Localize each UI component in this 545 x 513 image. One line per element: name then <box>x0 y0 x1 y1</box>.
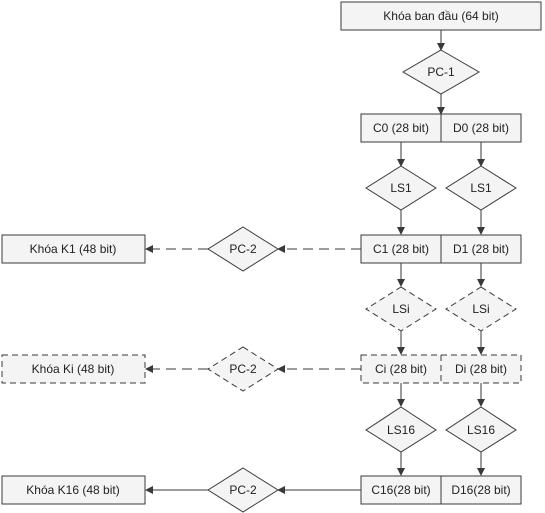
c0-d0-box: C0 (28 bit) D0 (28 bit) <box>360 113 522 143</box>
d0-label: D0 (28 bit) <box>453 121 509 135</box>
k16-label: Khóa K16 (48 bit) <box>26 483 119 497</box>
pc2-rowi-diamond: PC-2 <box>207 346 279 392</box>
d16-label: D16(28 bit) <box>451 483 510 497</box>
ci-label: Ci (28 bit) <box>375 362 427 376</box>
pc2-row1-label: PC-2 <box>229 242 257 256</box>
c1-label: C1 (28 bit) <box>373 242 429 256</box>
ls1-left-diamond: LS1 <box>365 165 437 211</box>
pc2-rowi-label: PC-2 <box>229 362 257 376</box>
ki-box: Khóa Ki (48 bit) <box>1 354 146 384</box>
c16-label: C16(28 bit) <box>371 483 430 497</box>
k1-box: Khóa K1 (48 bit) <box>1 234 146 264</box>
ls16-left-diamond: LS16 <box>365 406 437 453</box>
original-key-label: Khóa ban đầu (64 bit) <box>383 9 498 23</box>
lsi-right-diamond: LSi <box>445 286 517 332</box>
connectors <box>145 30 485 494</box>
original-key-box: Khóa ban đầu (64 bit) <box>340 1 542 31</box>
ci-di-box: Ci (28 bit) Di (28 bit) <box>360 354 522 384</box>
pc1-diamond: PC-1 <box>402 49 480 95</box>
d1-label: D1 (28 bit) <box>453 242 509 256</box>
lsi-right-label: LSi <box>472 302 489 316</box>
c16-d16-box: C16(28 bit) D16(28 bit) <box>360 475 522 505</box>
pc1-label: PC-1 <box>427 65 455 79</box>
ls16-left-label: LS16 <box>387 423 415 437</box>
c1-d1-box: C1 (28 bit) D1 (28 bit) <box>360 234 522 264</box>
k16-box: Khóa K16 (48 bit) <box>1 475 146 505</box>
ls16-right-label: LS16 <box>467 423 495 437</box>
ls1-right-label: LS1 <box>470 181 492 195</box>
ls16-right-diamond: LS16 <box>445 406 517 453</box>
pc2-row16-label: PC-2 <box>229 483 257 497</box>
pc2-row1-diamond: PC-2 <box>207 226 279 272</box>
pc2-row16-diamond: PC-2 <box>207 467 279 513</box>
ls1-right-diamond: LS1 <box>445 165 517 211</box>
k1-label: Khóa K1 (48 bit) <box>30 242 117 256</box>
ls1-left-label: LS1 <box>390 181 412 195</box>
di-label: Di (28 bit) <box>455 362 507 376</box>
lsi-left-label: LSi <box>392 302 409 316</box>
ki-label: Khóa Ki (48 bit) <box>32 362 115 376</box>
lsi-left-diamond: LSi <box>365 286 437 332</box>
c0-label: C0 (28 bit) <box>373 121 429 135</box>
